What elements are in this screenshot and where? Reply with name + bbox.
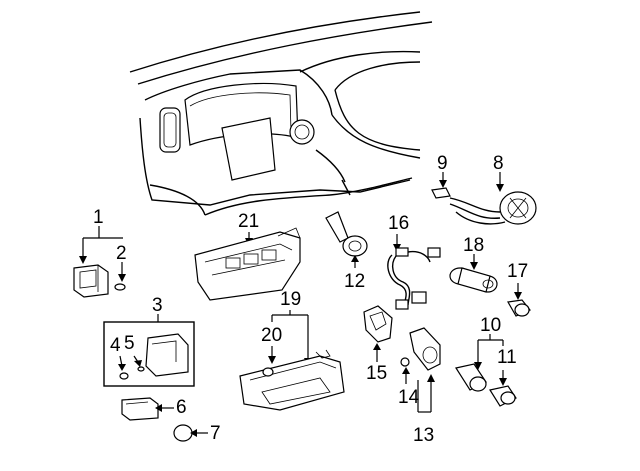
callout-20: 20 [261,325,283,346]
callout-4: 4 [110,335,121,356]
callout-2: 2 [116,243,127,264]
callout-6: 6 [176,397,187,418]
connector-part-9 [431,172,451,199]
leader-1-2 [79,226,126,282]
switch-part-6 [121,397,174,421]
lighter-part-17 [507,283,531,317]
callout-7: 7 [210,423,221,444]
bulb-part-2 [114,283,126,291]
callout-13: 13 [413,425,435,446]
callout-10: 10 [480,315,502,336]
callout-16: 16 [388,213,410,234]
callout-14: 14 [398,387,420,408]
callout-3: 3 [152,295,163,316]
bracket-part-15 [363,305,393,362]
ignition-part-8 [449,172,537,225]
callout-19: 19 [280,289,302,310]
knob-part-7 [173,424,208,442]
part-14 [400,357,410,384]
switch-part-1 [73,264,109,298]
callout-5: 5 [124,333,135,354]
callout-15: 15 [366,363,388,384]
callout-17: 17 [507,261,529,282]
lamp-part-18 [449,254,498,293]
callout-21: 21 [238,211,260,232]
combination-switch-12 [325,211,368,268]
bulb-part-20 [262,367,274,377]
callout-12: 12 [344,271,366,292]
dashboard-panel [129,11,433,216]
callout-8: 8 [493,153,504,174]
wire-harness-16 [387,234,441,310]
socket-part-10 [455,363,487,392]
leader-10-11 [474,334,507,386]
callout-18: 18 [463,235,485,256]
group-box-3 [103,314,195,387]
socket-part-13 [409,327,441,413]
callout-1: 1 [93,207,104,228]
panel-part-19 [239,349,345,411]
callout-9: 9 [437,153,448,174]
plug-part-11 [489,385,517,407]
cluster-housing-21 [194,227,301,301]
callout-11: 11 [497,347,517,368]
